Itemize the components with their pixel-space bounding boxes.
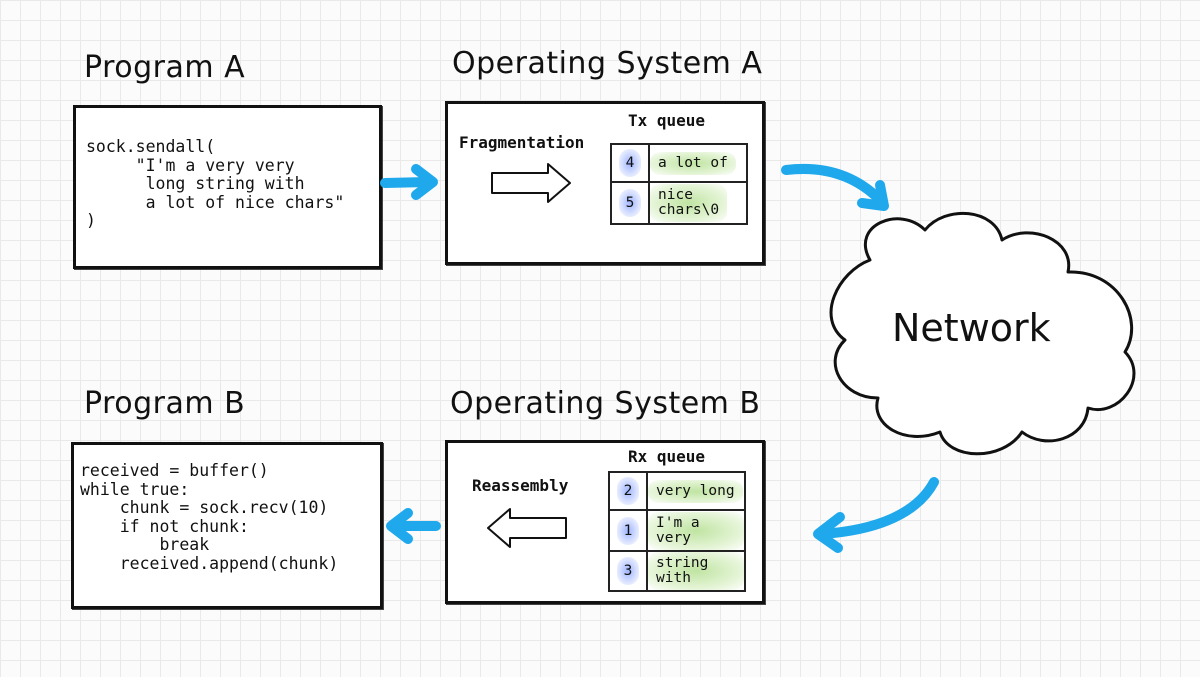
tx-queue-data-cell: a lot of	[648, 143, 748, 183]
rx-packet-data: string with	[648, 552, 744, 590]
flow-arrow-os-to-program-b	[386, 508, 441, 544]
program-a-title: Program A	[84, 50, 246, 85]
tx-packet-data: nice chars\0	[650, 184, 728, 222]
rx-queue-table: 2 very long 1 I'm a very 3 string with	[608, 471, 746, 592]
rx-queue-index-cell: 1	[608, 509, 648, 552]
os-a-title: Operating System A	[452, 46, 763, 81]
rx-queue-data-cell: I'm a very	[646, 509, 746, 552]
program-a-box	[73, 105, 382, 269]
tx-queue-row: 4 a lot of	[610, 143, 748, 183]
flow-arrow-network-to-os	[813, 477, 939, 553]
rx-packet-index: 1	[616, 516, 640, 545]
rx-packet-index: 2	[616, 477, 640, 505]
tx-packet-index: 4	[618, 149, 642, 177]
rx-queue-row: 3 string with	[608, 550, 746, 592]
program-b-box	[71, 442, 383, 609]
rx-queue-data-cell: very long	[646, 471, 746, 511]
rx-queue-row: 1 I'm a very	[608, 509, 746, 552]
tx-packet-data: a lot of	[650, 151, 736, 175]
flow-arrow-a-to-os	[380, 164, 438, 200]
os-b-title: Operating System B	[450, 386, 761, 421]
rx-packet-index: 3	[616, 557, 640, 585]
rx-queue-index-cell: 2	[608, 471, 648, 511]
rx-queue-index-cell: 3	[608, 550, 648, 592]
flow-arrow-os-to-network	[781, 164, 889, 211]
fragmentation-label: Fragmentation	[459, 133, 585, 152]
program-b-code: received = buffer() while true: chunk = …	[80, 461, 339, 573]
tx-queue-data-cell: nice chars\0	[648, 181, 748, 225]
program-b-title: Program B	[84, 386, 246, 421]
rx-packet-data: I'm a very	[648, 511, 744, 550]
rx-queue-label: Rx queue	[628, 447, 706, 466]
tx-queue-label: Tx queue	[628, 111, 706, 130]
tx-queue-index-cell: 5	[610, 181, 650, 225]
tx-queue-table: 4 a lot of 5 nice chars\0	[610, 143, 748, 225]
rx-packet-data: very long	[648, 479, 743, 503]
program-a-code: sock.sendall( "I'm a very very long stri…	[86, 137, 345, 230]
tx-queue-index-cell: 4	[610, 143, 650, 183]
network-label: Network	[892, 306, 1051, 350]
rx-queue-data-cell: string with	[646, 550, 746, 592]
reassembly-label: Reassembly	[472, 476, 569, 495]
tx-packet-index: 5	[618, 189, 642, 217]
rx-queue-row: 2 very long	[608, 471, 746, 511]
tx-queue-row: 5 nice chars\0	[610, 181, 748, 225]
